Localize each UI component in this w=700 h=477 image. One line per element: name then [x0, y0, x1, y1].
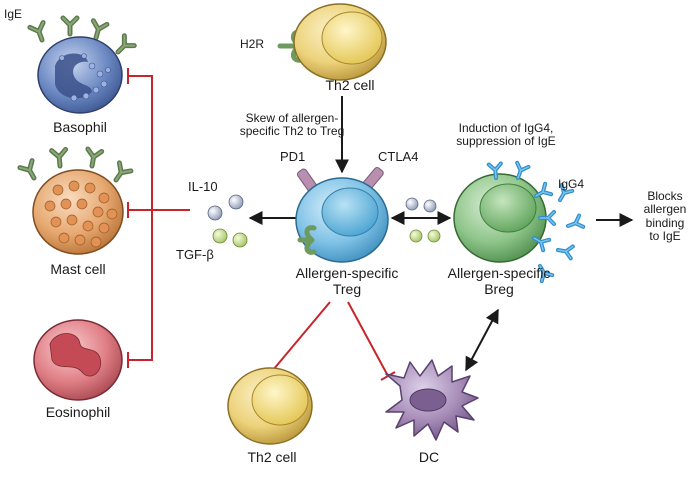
skew-note: Skew of allergen- specific Th2 to Treg: [239, 111, 345, 139]
eosinophil-cell: [33, 319, 123, 401]
igg4-label: IgG4: [558, 177, 585, 191]
induction-note: Induction of IgG4, suppression of IgE: [456, 121, 556, 149]
basophil-label: Basophil: [53, 119, 107, 135]
mast-cell-label: Mast cell: [50, 261, 106, 277]
dc-label: DC: [418, 449, 440, 465]
eosinophil-label: Eosinophil: [45, 404, 111, 420]
h2r-label: H2R: [240, 37, 265, 51]
th2-top-label: Th2 cell: [325, 77, 375, 93]
treg-receptor-icon: [297, 225, 317, 255]
cytokine-dots: [207, 194, 248, 248]
il10-label: IL-10: [188, 179, 218, 194]
inhibition-bracket: [127, 68, 190, 368]
treg-cell: [295, 167, 389, 263]
ige-label: IgE: [4, 7, 23, 21]
th2-cell-top: [277, 3, 387, 81]
pd1-label: PD1: [280, 149, 306, 164]
breg-cell: [453, 160, 586, 284]
th2-cell-bottom: [227, 367, 313, 445]
blocks-note: Blocks allergen binding to IgE: [643, 189, 687, 244]
tgfb-label: TGF-β: [176, 247, 214, 262]
breg-label: Allergen-specific Breg: [447, 265, 551, 297]
treg-label: Allergen-specific Treg: [295, 265, 399, 297]
mast-cell: [20, 149, 131, 255]
ctla4-label: CTLA4: [378, 149, 419, 164]
dendritic-cell: [385, 359, 479, 441]
basophil-cell: [30, 18, 134, 114]
cytokine-exchange-dots: [405, 197, 441, 243]
th2-bottom-label: Th2 cell: [247, 449, 297, 465]
arrow-breg-dc: [465, 308, 499, 372]
